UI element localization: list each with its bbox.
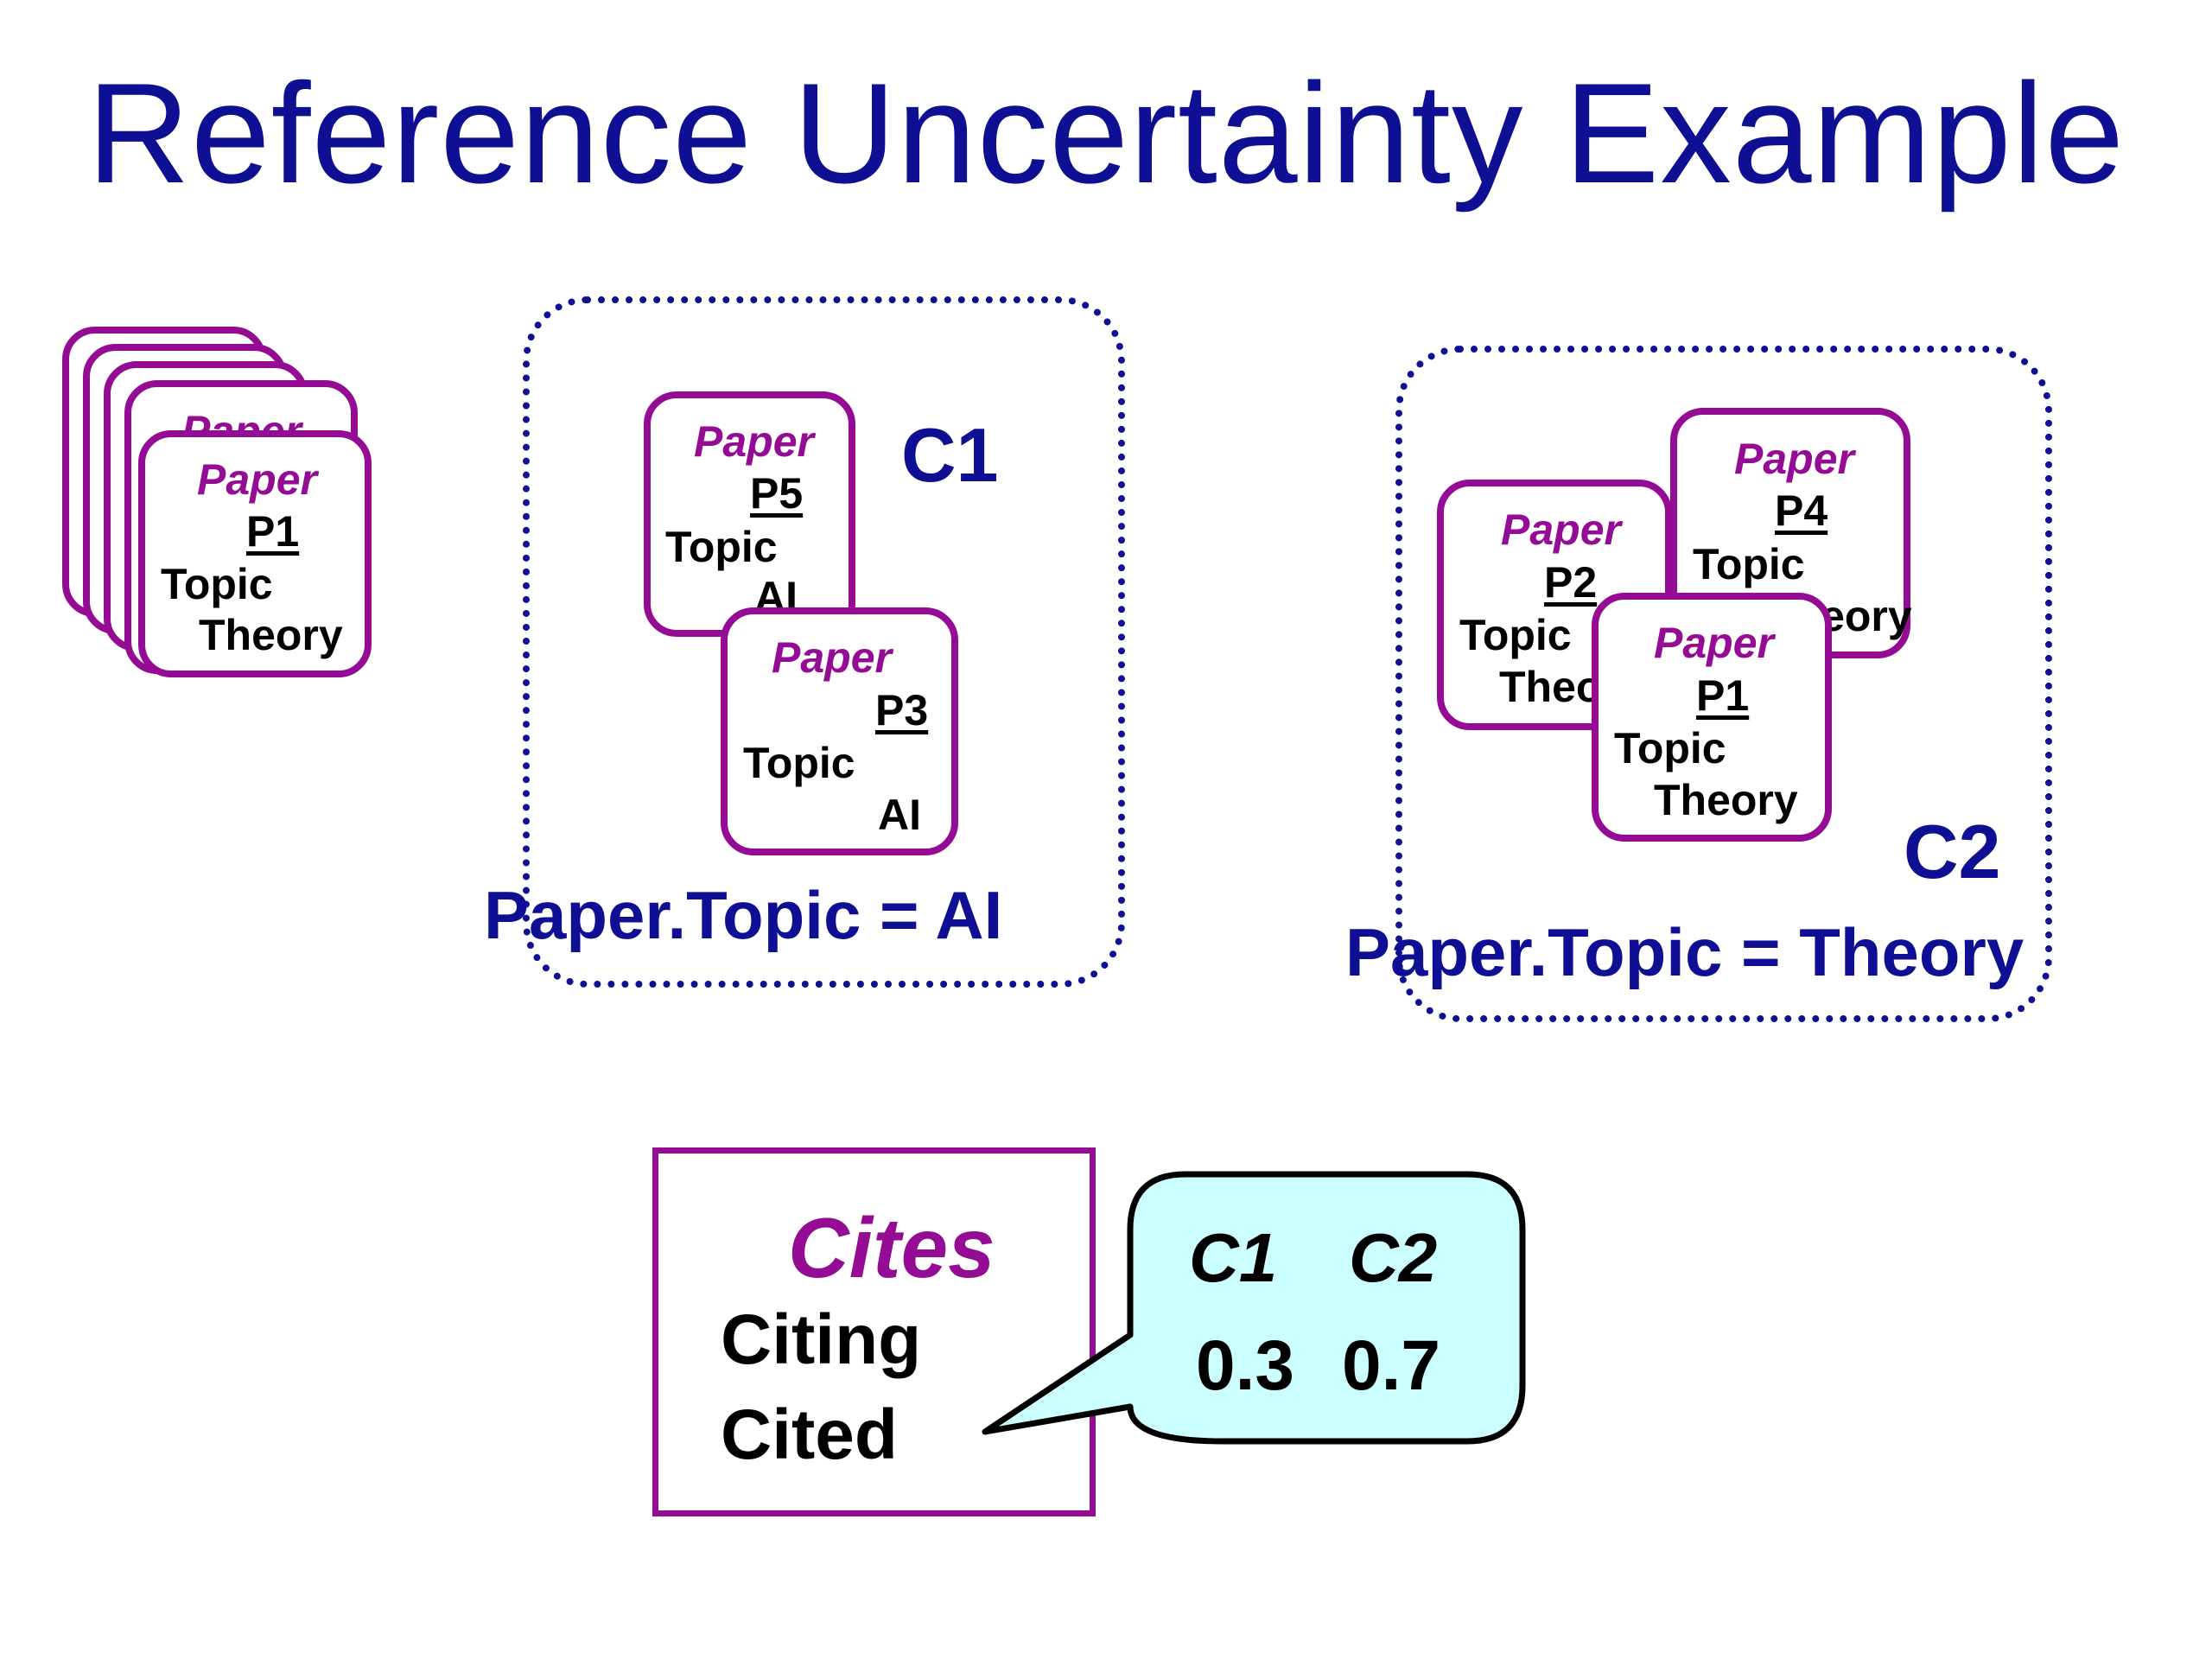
card-header: Paper	[197, 455, 317, 504]
cpd-value-c2: 0.7	[1342, 1326, 1440, 1405]
cluster-c2-boundary	[1395, 346, 2052, 1022]
cluster-c2-label: C2	[1904, 809, 2001, 894]
card-id: P4	[1775, 486, 1828, 535]
paper-card-stack-front: Paper P1 Topic Theory	[138, 430, 372, 677]
cpd-callout	[982, 1171, 1526, 1445]
card-id: P3	[875, 686, 929, 734]
card-attr: Topic	[1459, 611, 1572, 659]
card-header: Paper	[694, 417, 814, 466]
card-value: Theory	[1654, 776, 1798, 824]
card-header: Paper	[1654, 619, 1774, 667]
card-id: P5	[750, 469, 804, 518]
card-value: AI	[878, 791, 921, 839]
cpd-header-c2: C2	[1349, 1219, 1438, 1296]
cites-attr-citing: Citing	[721, 1300, 922, 1379]
cluster-c1-label: C1	[901, 412, 999, 498]
cites-title: Cites	[788, 1200, 995, 1295]
card-header: Paper	[772, 633, 892, 682]
cites-relation-box: Cites Citing Cited	[652, 1147, 1096, 1516]
paper-card-p3: Paper P3 Topic AI	[721, 607, 958, 855]
cites-attr-cited: Cited	[721, 1395, 898, 1474]
card-header: Paper	[1734, 435, 1854, 483]
cluster-c1-expression: Paper.Topic = AI	[484, 877, 1003, 953]
paper-card-p1: Paper P1 Topic Theory	[1592, 593, 1832, 842]
page-title: Reference Uncertainty Example	[86, 54, 2126, 213]
card-attr: Topic	[1693, 540, 1805, 588]
cluster-c2-expression: Paper.Topic = Theory	[1345, 914, 2024, 990]
card-attr: Topic	[161, 560, 273, 608]
cpd-value-c1: 0.3	[1196, 1326, 1294, 1405]
card-attr: Topic	[1614, 724, 1726, 772]
card-attr: Topic	[743, 739, 855, 787]
card-value: Theory	[199, 611, 343, 659]
card-attr: Topic	[665, 523, 778, 571]
card-header: Paper	[1501, 505, 1621, 554]
paper-card-p5: Paper P5 Topic AI	[644, 391, 855, 637]
cluster-c1-boundary	[523, 296, 1125, 988]
card-id: P1	[1696, 671, 1750, 720]
card-id: P2	[1544, 558, 1598, 607]
card-id: P1	[246, 507, 300, 556]
cpd-header-c1: C1	[1189, 1219, 1278, 1296]
